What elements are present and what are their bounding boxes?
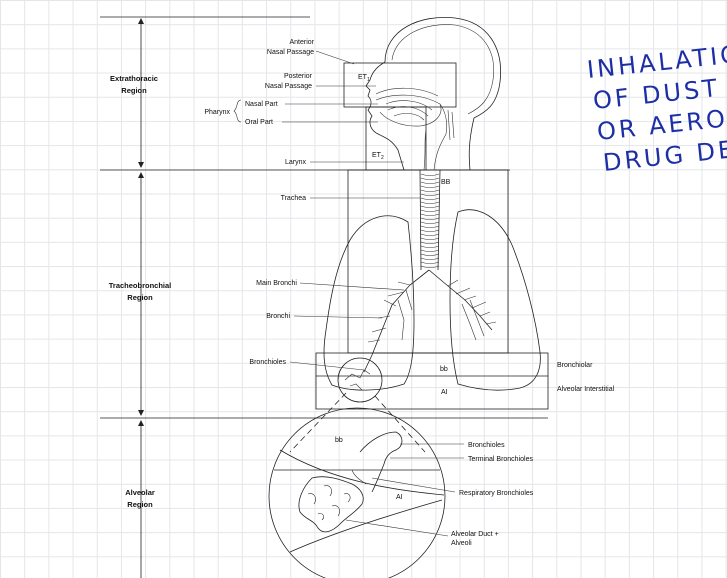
label-bb-lower: bb xyxy=(440,366,448,373)
zoom-source-circle xyxy=(338,358,382,402)
trachea-ring xyxy=(421,226,439,228)
handwritten-note: INHALATIO OF DUST OR AERO DRUG DE xyxy=(586,40,727,177)
trachea-ring xyxy=(421,190,439,192)
label-anterior-nasal-1: Anterior xyxy=(289,39,314,46)
label-posterior-nasal-1: Posterior xyxy=(284,73,313,80)
label-main-bronchi: Main Bronchi xyxy=(256,280,297,287)
trachea-ring xyxy=(421,178,439,180)
label-bb-upper: BB xyxy=(441,179,451,186)
trachea-ring xyxy=(421,186,439,188)
alveolar-inset xyxy=(269,408,445,578)
et2-box xyxy=(366,107,426,170)
label-alveolar-interstitial: Alveolar Interstitial xyxy=(557,386,615,393)
label-bronchioles: Bronchioles xyxy=(249,359,286,366)
trachea-ring xyxy=(421,218,439,220)
compartment-boxes xyxy=(316,63,548,409)
label-inset-alveolar-duct-1: Alveolar Duct + xyxy=(451,531,499,538)
label-posterior-nasal-2: Nasal Passage xyxy=(265,83,312,90)
label-inset-respiratory: Respiratory Bronchioles xyxy=(459,490,534,497)
trachea-ring xyxy=(421,210,439,212)
region-label-tracheobronchial-1: Tracheobronchial xyxy=(109,281,172,290)
head-illustration xyxy=(366,17,501,170)
bb-ai-box xyxy=(316,353,548,409)
inset-alveoli xyxy=(299,477,363,532)
compartment-labels: ET1 ET2 BB bb AI Bronchiolar Alveolar In… xyxy=(358,74,615,396)
trachea-illustration xyxy=(420,170,440,270)
label-pharynx: Pharynx xyxy=(204,109,230,116)
trachea-ring xyxy=(421,266,439,268)
label-inset-ai: AI xyxy=(396,494,403,501)
trachea-ring xyxy=(421,202,439,204)
trachea-ring xyxy=(421,246,439,248)
region-label-alveolar-2: Region xyxy=(127,500,153,509)
trachea-ring xyxy=(421,234,439,236)
left-lung xyxy=(324,216,414,390)
bronchial-tree xyxy=(364,270,496,372)
label-larynx: Larynx xyxy=(285,159,307,166)
trachea-ring xyxy=(421,262,439,264)
right-lung xyxy=(450,210,540,390)
region-label-extrathoracic-1: Extrathoracic xyxy=(110,74,158,83)
trachea-ring xyxy=(421,254,439,256)
label-et1: ET1 xyxy=(358,74,370,83)
label-bronchiolar: Bronchiolar xyxy=(557,362,593,369)
label-anterior-nasal-2: Nasal Passage xyxy=(267,49,314,56)
inset-circle xyxy=(269,408,445,578)
label-trachea: Trachea xyxy=(281,195,307,202)
trachea-ring xyxy=(421,230,439,232)
left-labels: Anterior Nasal Passage Posterior Nasal P… xyxy=(204,39,420,370)
label-nasal-part: Nasal Part xyxy=(245,101,278,108)
trachea-ring xyxy=(421,182,439,184)
pharynx-brace xyxy=(234,100,241,122)
region-label-tracheobronchial-2: Region xyxy=(127,293,153,302)
label-ai-lower: AI xyxy=(441,389,448,396)
label-inset-alveolar-duct-2: Alveoli xyxy=(451,540,472,547)
region-label-extrathoracic-2: Region xyxy=(121,86,147,95)
trachea-ring xyxy=(421,214,439,216)
label-bronchi: Bronchi xyxy=(266,313,290,320)
bb-box xyxy=(348,170,508,353)
label-inset-bronchioles: Bronchioles xyxy=(468,442,505,449)
label-oral-part: Oral Part xyxy=(245,119,273,126)
trachea-ring xyxy=(421,258,439,260)
trachea-ring xyxy=(421,242,439,244)
label-inset-terminal: Terminal Bronchioles xyxy=(468,456,533,463)
trachea-ring xyxy=(421,194,439,196)
trachea-ring xyxy=(421,222,439,224)
trachea-ring xyxy=(421,206,439,208)
zoom-connector xyxy=(290,358,425,452)
region-label-alveolar-1: Alveolar xyxy=(125,488,155,497)
label-inset-bb: bb xyxy=(335,437,343,444)
trachea-ring xyxy=(421,174,439,176)
trachea-ring xyxy=(421,198,439,200)
trachea-ring xyxy=(421,238,439,240)
label-et2: ET2 xyxy=(372,152,384,161)
trachea-ring xyxy=(421,250,439,252)
